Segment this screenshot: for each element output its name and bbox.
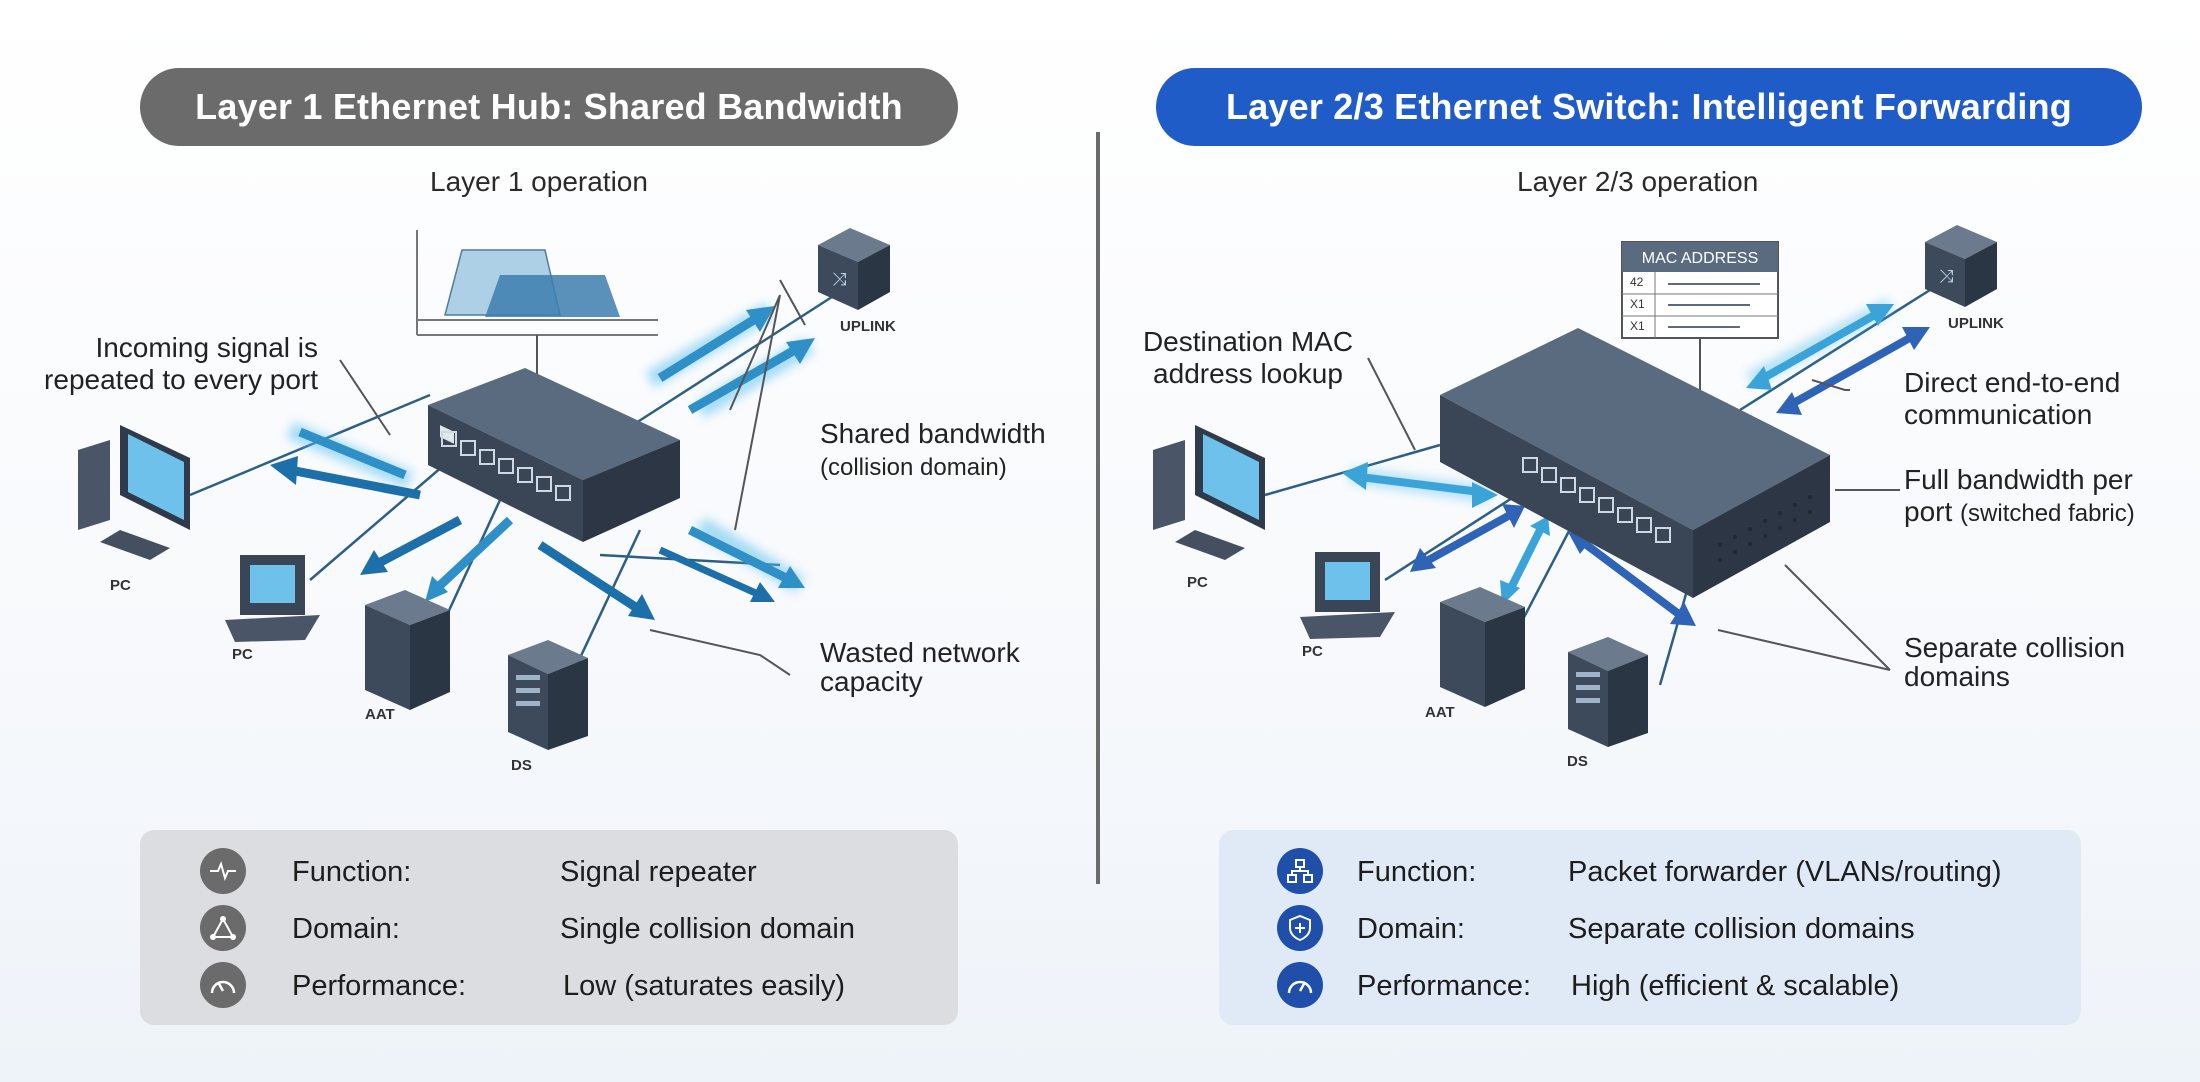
switch-title: Layer 2/3 Ethernet Switch: Intelligent F… (1156, 68, 2142, 146)
aat-label: AAT (1425, 704, 1455, 721)
domain-row: Domain: Single collision domain (140, 905, 958, 955)
hub-title: Layer 1 Ethernet Hub: Shared Bandwidth (140, 68, 958, 146)
mac-table-row: X1 (1630, 319, 1645, 333)
separate-domains-callout: Separate collision domains (1904, 632, 2126, 692)
callout-leaders (1367, 357, 1900, 671)
shared-bandwidth-callout: Shared bandwidth (collision domain) (820, 418, 1046, 481)
ds-label: DS (1567, 753, 1588, 770)
server-device (365, 590, 450, 710)
performance-row: Performance: Low (saturates easily) (140, 962, 958, 1012)
aat-label: AAT (365, 706, 395, 723)
function-row: Function: Packet forwarder (VLANs/routin… (1219, 848, 2081, 898)
uplink-device: ⤨ (818, 228, 890, 310)
pc-label: PC (232, 646, 253, 663)
mac-table-header: MAC ADDRESS (1641, 250, 1759, 267)
mac-table-row: X1 (1630, 297, 1645, 311)
callout-leaders (339, 279, 806, 676)
forwarding-arrows (1342, 297, 1930, 626)
pc-label: PC (110, 577, 131, 594)
switch-operation-label: Layer 2/3 operation (1517, 166, 1759, 197)
ds-label: DS (511, 757, 532, 774)
broadcast-arrows (270, 302, 815, 620)
uplink-label: UPLINK (1948, 315, 2004, 332)
hub-operation-label: Layer 1 operation (430, 166, 648, 197)
server-device (508, 640, 588, 750)
svg-text:⤨: ⤨ (832, 269, 846, 289)
switch-device (1440, 328, 1830, 598)
full-bandwidth-callout: Full bandwidth per port (switched fabric… (1904, 464, 2135, 527)
signal-waveform (416, 230, 658, 405)
server-device (1440, 587, 1525, 707)
pc-device (78, 425, 190, 560)
hub-panel: Layer 1 Ethernet Hub: Shared Bandwidth L… (44, 68, 1046, 1025)
network-icon (1277, 848, 1323, 894)
uplink-label: UPLINK (840, 318, 896, 335)
pc-device (225, 555, 320, 642)
performance-row: Performance: High (efficient & scalable) (1219, 962, 2081, 1012)
hub-diagram: ⤨ (78, 228, 890, 750)
mac-table-row: 42 (1630, 275, 1644, 289)
function-row: Function: Signal repeater (140, 848, 958, 898)
pc-device (1300, 552, 1395, 639)
pc-device (1153, 425, 1265, 560)
uplink-device: ⤨ (1925, 225, 1997, 307)
wasted-capacity-callout: Wasted network capacity (820, 637, 1020, 697)
hub-device (428, 368, 680, 542)
pc-label: PC (1187, 574, 1208, 591)
mac-address-table (1621, 241, 1779, 408)
gauge-icon (200, 962, 246, 1008)
mac-lookup-callout: Destination MAC address lookup (1142, 326, 1354, 389)
svg-text:⤨: ⤨ (1939, 266, 1953, 286)
panel-divider (1096, 132, 1100, 884)
switch-summary-box: Function: Packet forwarder (VLANs/routin… (1219, 830, 2081, 1025)
incoming-signal-callout: Incoming signal is repeated to every por… (44, 332, 318, 395)
hub-summary-box: Function: Signal repeater Domain: Single… (140, 830, 958, 1025)
domain-row: Domain: Separate collision domains (1219, 905, 2081, 955)
pc-label: PC (1302, 643, 1323, 660)
direct-communication-callout: Direct end-to-end communication (1904, 367, 2121, 430)
server-device (1568, 637, 1648, 747)
pulse-icon (200, 848, 246, 894)
shield-icon (1277, 905, 1323, 951)
switch-diagram: ⤨ (1153, 225, 1997, 747)
triangle-nodes-icon (200, 905, 246, 951)
gauge-icon (1277, 962, 1323, 1008)
switch-panel: Layer 2/3 Ethernet Switch: Intelligent F… (1100, 0, 2200, 1082)
